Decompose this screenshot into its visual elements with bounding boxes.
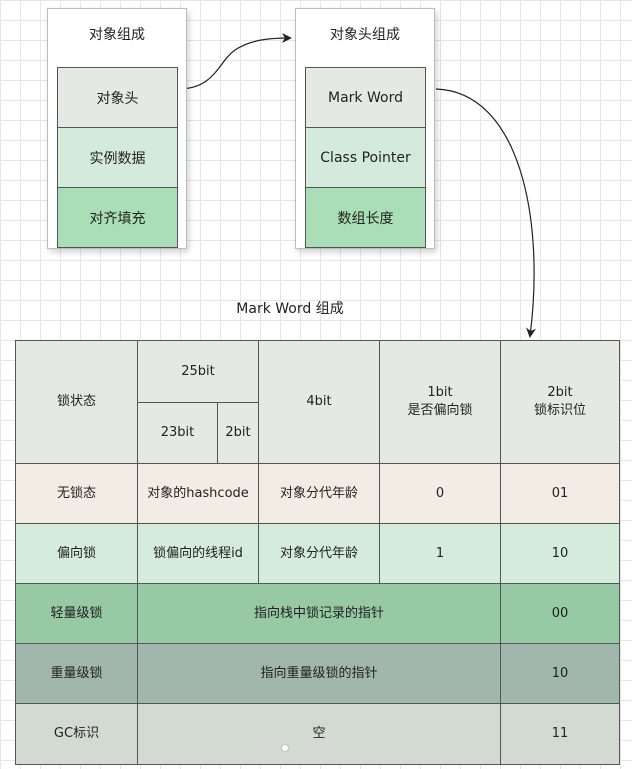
row-lightweight-flag: 00	[500, 583, 620, 644]
object-composition-card: 对象组成 对象头 实例数据 对齐填充	[47, 8, 187, 249]
row-biased-flag: 10	[500, 523, 620, 584]
header-lock-state: 锁状态	[15, 340, 138, 464]
object-header-cell: 对象头	[57, 67, 178, 128]
header-23bit: 23bit	[137, 402, 218, 464]
row-biased-biased: 1	[379, 523, 501, 584]
carousel-dot[interactable]	[294, 745, 300, 751]
array-length-cell: 数组长度	[305, 187, 426, 248]
row-lightweight-state: 轻量级锁	[15, 583, 138, 644]
carousel-dot[interactable]	[306, 745, 312, 751]
carousel-dot[interactable]	[282, 745, 288, 751]
row-biased-age: 对象分代年龄	[258, 523, 380, 584]
row-heavyweight-pointer: 指向重量级锁的指针	[137, 643, 501, 704]
row-biased-thread-id: 锁偏向的线程id	[137, 523, 259, 584]
row-biased-state: 偏向锁	[15, 523, 138, 584]
header-biased-bit: 1bit 是否偏向锁	[379, 340, 501, 464]
row-unlocked-biased: 0	[379, 463, 501, 524]
row-heavyweight-state: 重量级锁	[15, 643, 138, 704]
instance-data-cell: 实例数据	[57, 127, 178, 188]
header-4bit: 4bit	[258, 340, 380, 464]
class-pointer-cell: Class Pointer	[305, 127, 426, 188]
alignment-padding-cell: 对齐填充	[57, 187, 178, 248]
row-gc-flag: 11	[500, 703, 620, 765]
object-header-card: 对象头组成 Mark Word Class Pointer 数组长度	[295, 8, 435, 249]
mark-word-caption: Mark Word 组成	[236, 301, 344, 317]
row-unlocked-hashcode: 对象的hashcode	[137, 463, 259, 524]
mark-word-table: 锁状态 25bit 23bit 2bit 4bit 1bit 是否偏向锁 2bi…	[15, 340, 620, 765]
header-25bit: 25bit	[137, 340, 259, 403]
mark-word-cell: Mark Word	[305, 67, 426, 128]
arrow-object-header-to-header-card	[177, 33, 292, 90]
carousel-dot[interactable]	[342, 745, 348, 751]
carousel-dot[interactable]	[330, 745, 336, 751]
row-gc-state: GC标识	[15, 703, 138, 765]
carousel-dot[interactable]	[270, 745, 276, 751]
carousel-dot[interactable]	[258, 745, 264, 751]
header-2bit: 2bit	[217, 402, 259, 464]
row-unlocked-state: 无锁态	[15, 463, 138, 524]
header-lock-flag: 2bit 锁标识位	[500, 340, 620, 464]
row-heavyweight-flag: 10	[500, 643, 620, 704]
row-lightweight-pointer: 指向栈中锁记录的指针	[137, 583, 501, 644]
row-unlocked-age: 对象分代年龄	[258, 463, 380, 524]
row-gc-empty: 空	[137, 703, 501, 765]
object-header-title: 对象头组成	[330, 27, 400, 43]
object-composition-title: 对象组成	[89, 27, 145, 43]
arrow-mark-word-to-table	[435, 88, 536, 338]
row-unlocked-flag: 01	[500, 463, 620, 524]
carousel-dot[interactable]	[318, 745, 324, 751]
carousel-dots[interactable]	[258, 745, 348, 751]
